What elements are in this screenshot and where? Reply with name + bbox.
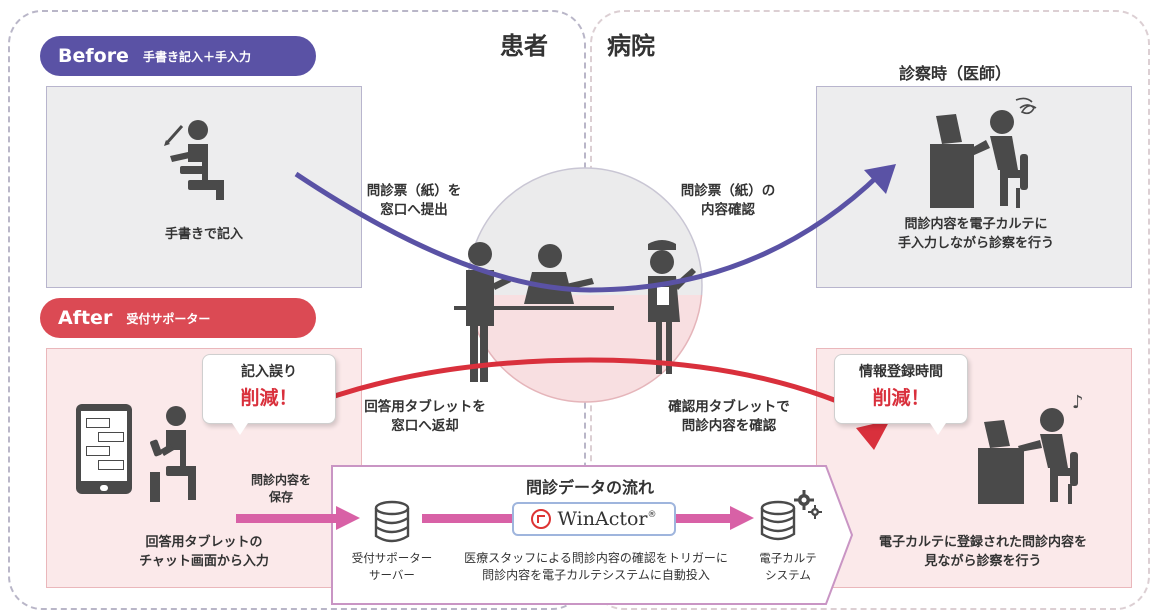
gear-icon [794, 490, 822, 519]
before-left-arrow-text: 問診票（紙）を 窓口へ提出 [350, 182, 478, 220]
reception-circle [467, 167, 703, 403]
winactor-logo-icon [531, 509, 552, 529]
winactor-logo-box: WinActor ® [512, 502, 676, 536]
server-database-icon [374, 500, 410, 543]
before-doctor-caption: 問診内容を電子カルテに 手入力しながら診察を行う [856, 216, 1096, 254]
after-left-arrow-text: 回答用タブレットを 窓口へ返却 [350, 398, 500, 436]
before-label: Before 手書き記入＋手入力 [40, 36, 316, 76]
error-reduction-line2: 削減！ [240, 387, 298, 409]
before-arrowhead [864, 164, 896, 194]
save-label: 問診内容を 保存 [236, 472, 326, 507]
after-left-arrow-text-line2: 窓口へ返却 [391, 417, 459, 434]
before-patient-caption: 手書きで記入 [164, 227, 243, 242]
save-label-line2: 保存 [268, 490, 293, 505]
receptionist-head [538, 244, 562, 268]
time-reduction-bubble-tail [930, 423, 946, 435]
error-reduction-line1: 記入誤り [241, 364, 297, 380]
emr-label-line1: 電子カルテ [759, 551, 817, 565]
winactor-registered-mark: ® [647, 510, 657, 520]
before-label-sub: 手書き記入＋手入力 [142, 49, 251, 64]
after-right-arrow-text-line2: 問診内容を確認 [681, 417, 777, 434]
flow-description: 医療スタッフによる問診内容の確認をトリガーに 問診内容を電子カルテシステムに自動… [436, 550, 756, 585]
writing-person-icon [164, 120, 224, 200]
after-patient-caption: 回答用タブレットの チャット画面から入力 [96, 534, 312, 572]
nurse-head [650, 250, 674, 274]
before-doctor-caption-line2: 手入力しながら診察を行う [897, 235, 1054, 251]
save-arrowhead [336, 506, 360, 530]
server-label: 受付サポーター サーバー [336, 550, 448, 583]
after-doctor-caption-line2: 見ながら診察を行う [924, 553, 1042, 569]
winactor-name: WinActor [557, 508, 648, 530]
before-label-title: Before [58, 45, 129, 67]
after-patient-caption-line1: 回答用タブレットの [145, 535, 263, 550]
after-label: After 受付サポーター [40, 298, 316, 338]
time-reduction-line1: 情報登録時間 [859, 364, 943, 380]
save-label-line1: 問診内容を [250, 473, 311, 487]
after-right-arrow-text: 確認用タブレットで 問診内容を確認 [654, 398, 804, 436]
patient-region-title: 患者 [500, 32, 548, 60]
music-note-icon: ♪ [1072, 392, 1084, 413]
server-label-line2: サーバー [369, 567, 415, 582]
error-reduction-bubble-tail [232, 423, 248, 435]
tablet-user-icon [150, 406, 196, 502]
after-right-arrow-text-line1: 確認用タブレットで [668, 399, 790, 415]
flow-description-line2: 問診内容を電子カルテシステムに自動投入 [482, 568, 710, 583]
emr-label: 電子カルテ システム [740, 550, 836, 583]
after-label-title: After [58, 307, 113, 329]
time-reduction-bubble: 情報登録時間 削減！ [834, 354, 968, 424]
before-curve-arrow [294, 171, 882, 293]
after-left-arrow-text-line1: 回答用タブレットを [364, 399, 486, 415]
doctor-title: 診察時（医師） [898, 64, 1011, 83]
hospital-region-title: 病院 [607, 32, 655, 60]
server-label-line1: 受付サポーター [351, 551, 433, 565]
before-right-arrow-text: 問診票（紙）の 内容確認 [664, 182, 792, 220]
patient-figure-body [466, 270, 494, 382]
server-to-winactor-shaft [422, 514, 512, 523]
reception-figures [454, 240, 696, 382]
reception-counter [454, 306, 614, 310]
winactor-to-emr-shaft [676, 514, 732, 523]
data-flow-title: 問診データの流れ [525, 478, 654, 497]
patient-figure-head [468, 242, 492, 266]
after-doctor-caption-line1: 電子カルテに登録された問診内容を [878, 535, 1087, 550]
relaxed-doctor-icon: ♪ [978, 392, 1084, 504]
tablet-icon [76, 404, 132, 494]
before-doctor-caption-line1: 問診内容を電子カルテに [904, 217, 1048, 232]
after-doctor-caption: 電子カルテに登録された問診内容を 見ながら診察を行う [848, 534, 1118, 572]
after-patient-caption-line2: チャット画面から入力 [139, 553, 269, 569]
save-arrow-shaft [236, 514, 338, 523]
emr-database-gear-icon [760, 490, 822, 541]
emr-label-line2: システム [765, 567, 811, 582]
before-left-arrow-text-line1: 問診票（紙）を [366, 183, 462, 199]
after-label-sub: 受付サポーター [126, 311, 211, 326]
error-reduction-bubble: 記入誤り 削減！ [202, 354, 336, 424]
time-reduction-line2: 削減！ [872, 387, 930, 409]
after-arrowhead [856, 420, 890, 450]
emr-arrowhead [730, 506, 754, 530]
before-right-arrow-text-line2: 内容確認 [701, 201, 755, 218]
after-curve-arrow [295, 357, 882, 423]
before-left-arrow-text-line2: 窓口へ提出 [380, 201, 448, 218]
before-right-arrow-text-line1: 問診票（紙）の [680, 183, 776, 199]
flow-description-line1: 医療スタッフによる問診内容の確認をトリガーに [464, 551, 728, 565]
stressed-doctor-icon [930, 97, 1037, 208]
